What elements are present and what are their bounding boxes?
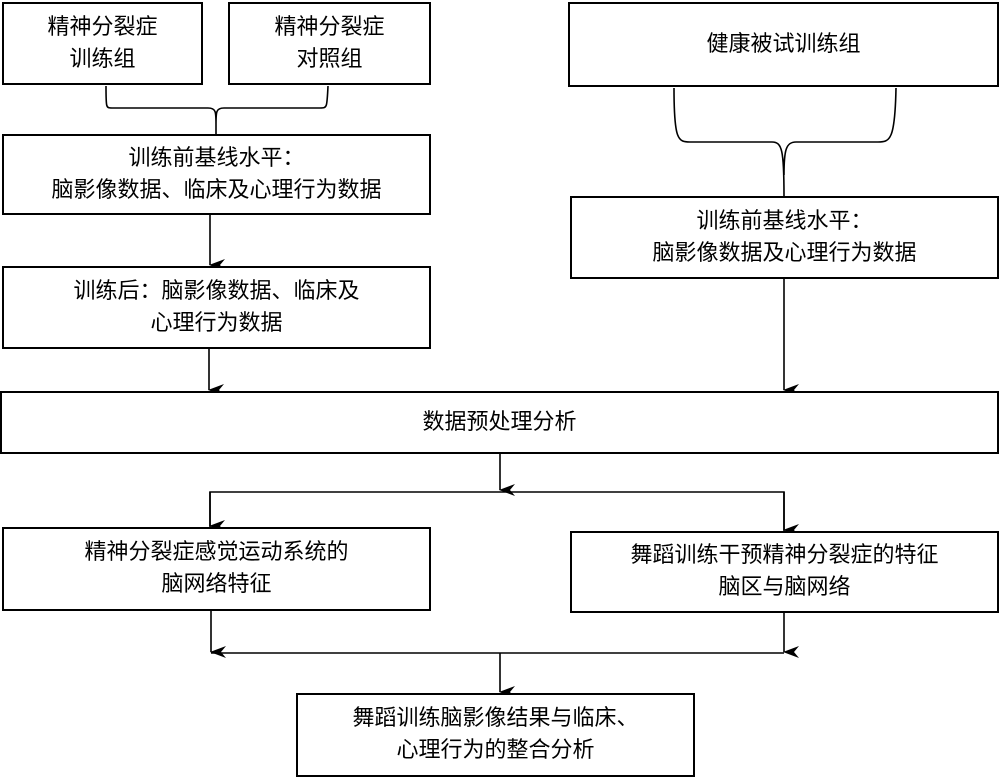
node-text-line: 精神分裂症感觉运动系统的 xyxy=(84,540,349,565)
brace-connector-left xyxy=(105,85,329,134)
node-text-line: 数据预处理分析 xyxy=(422,409,577,435)
node-text-line: 脑影像数据、临床及心理行为数据 xyxy=(51,177,382,203)
node-integration-analysis: 舞蹈训练脑影像结果与临床、 心理行为的整合分析 xyxy=(296,693,695,777)
node-text-line: 脑影像数据及心理行为数据 xyxy=(652,240,917,266)
brace-connector-right xyxy=(673,87,897,197)
node-text-line: 训练前基线水平： xyxy=(128,145,305,171)
node-text-line: 健康被试训练组 xyxy=(706,31,861,57)
node-schizophrenia-training-group: 精神分裂症 训练组 xyxy=(2,2,203,85)
split-bar xyxy=(209,491,785,531)
node-text-line: 训练后：脑影像数据、临床及 xyxy=(73,278,360,304)
node-text-line: 对照组 xyxy=(296,46,363,72)
node-schizophrenia-control-group: 精神分裂症 对照组 xyxy=(228,2,431,85)
node-sensorimotor-network: 精神分裂症感觉运动系统的 脑网络特征 xyxy=(2,527,431,611)
node-text-line: 舞蹈训练干预精神分裂症的特征 xyxy=(630,543,939,568)
node-text-line: 脑网络特征 xyxy=(161,572,272,597)
node-text-line: 脑区与脑网络 xyxy=(718,575,851,600)
node-text-line: 心理行为数据 xyxy=(150,310,283,336)
node-text-line: 舞蹈训练脑影像结果与临床、 xyxy=(352,706,639,731)
node-text-line: 训练前基线水平： xyxy=(696,208,873,234)
node-text-line: 心理行为的整合分析 xyxy=(396,738,595,763)
node-dance-intervention: 舞蹈训练干预精神分裂症的特征 脑区与脑网络 xyxy=(570,531,999,613)
node-text-line: 训练组 xyxy=(69,46,136,72)
node-text-line: 精神分裂症 xyxy=(47,14,158,40)
node-healthy-training-group: 健康被试训练组 xyxy=(568,2,999,87)
node-data-preprocessing: 数据预处理分析 xyxy=(0,391,999,454)
node-left-baseline: 训练前基线水平： 脑影像数据、临床及心理行为数据 xyxy=(2,134,431,215)
node-left-post-training: 训练后：脑影像数据、临床及 心理行为数据 xyxy=(2,266,431,349)
node-text-line: 精神分裂症 xyxy=(274,14,385,40)
node-right-baseline: 训练前基线水平： 脑影像数据及心理行为数据 xyxy=(570,196,999,279)
